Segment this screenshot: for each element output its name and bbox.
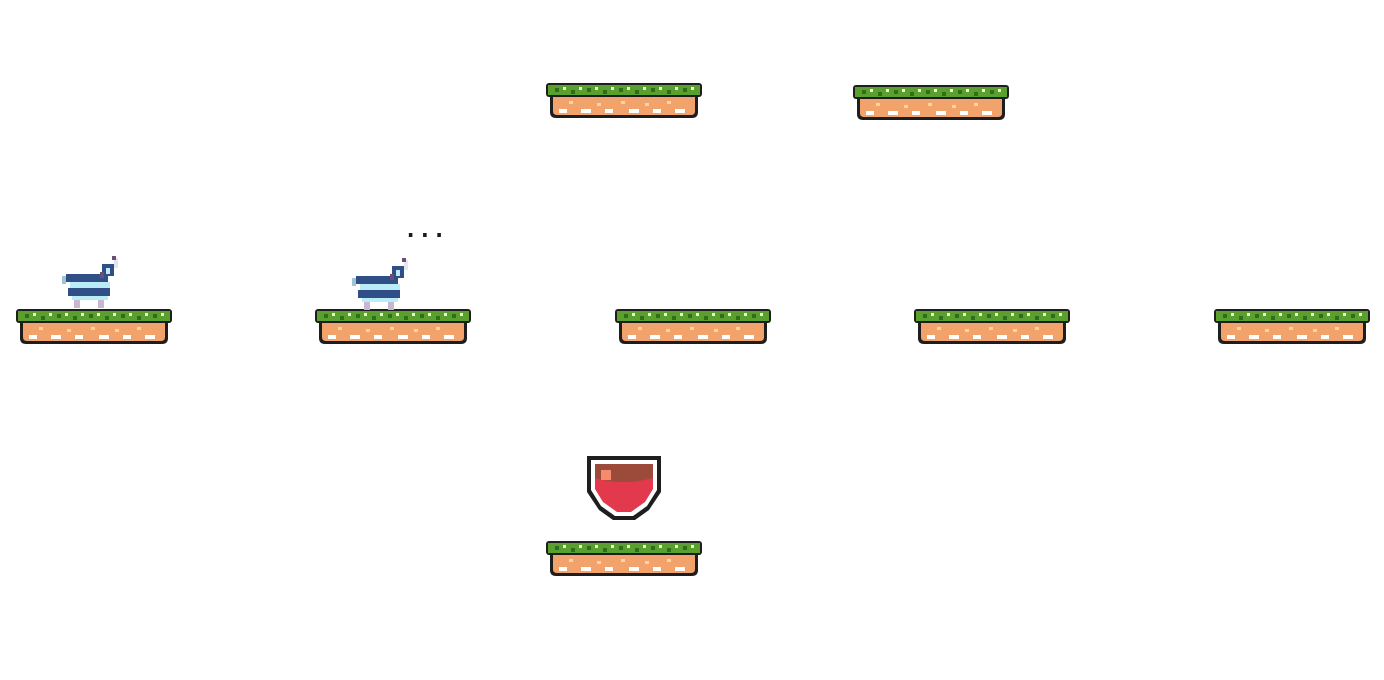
unicorn-character-2 — [350, 256, 412, 312]
grass-platform-icon — [853, 85, 1009, 120]
grass-platform-icon — [914, 309, 1070, 344]
platform-middle-5 — [1213, 308, 1371, 346]
speech-bubble-ellipsis: ... — [404, 218, 447, 243]
unicorn-character-1 — [60, 254, 122, 310]
platform-middle-4 — [913, 308, 1071, 346]
heart-icon — [587, 456, 661, 520]
heart-pickup[interactable] — [579, 452, 669, 524]
platform-middle-2 — [314, 308, 472, 346]
grass-platform-icon — [615, 309, 771, 344]
grass-platform-icon — [546, 541, 702, 576]
unicorn-icon — [62, 256, 118, 308]
grass-platform-icon — [546, 83, 702, 118]
platform-bottom — [545, 540, 703, 578]
platform-middle-1 — [15, 308, 173, 346]
unicorn-icon — [352, 258, 408, 310]
platform-middle-3 — [614, 308, 772, 346]
platform-top-left — [545, 82, 703, 120]
grass-platform-icon — [1214, 309, 1370, 344]
grass-platform-icon — [16, 309, 172, 344]
platform-top-right — [852, 84, 1010, 122]
grass-platform-icon — [315, 309, 471, 344]
